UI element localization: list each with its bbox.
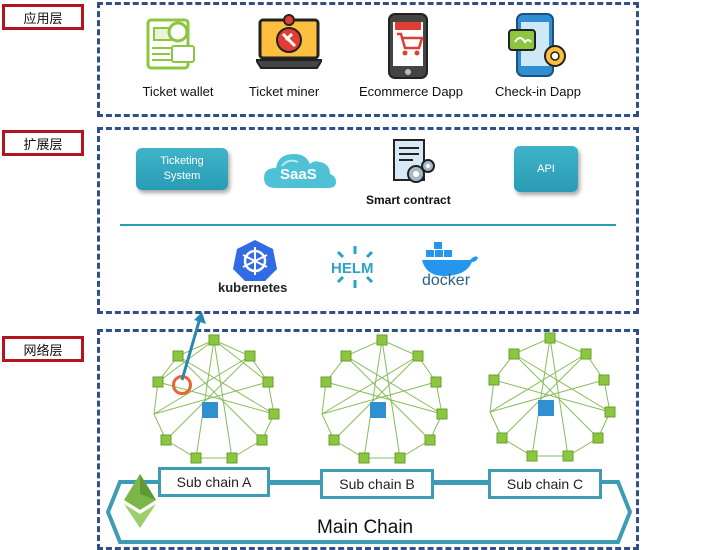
kubernetes-icon xyxy=(233,240,277,281)
arrow-up-icon xyxy=(180,312,206,381)
sub-chain-b-box: Sub chain B xyxy=(320,469,434,499)
extension-layer-panel xyxy=(97,127,639,314)
app-label-check-in-dapp: Check-in Dapp xyxy=(495,84,581,99)
layer-tag-extension: 扩展层 xyxy=(2,130,84,156)
main-chain-label: Main Chain xyxy=(317,517,414,538)
app-label-ecommerce-dapp: Ecommerce Dapp xyxy=(358,84,464,99)
layer-tag-network-label: 网络层 xyxy=(23,343,63,359)
ticket-wallet-icon xyxy=(146,18,195,70)
ethereum-icon xyxy=(124,474,156,528)
ticket-miner-icon xyxy=(256,14,322,69)
sub-chain-c-box: Sub chain C xyxy=(488,469,602,499)
ecommerce-phone-icon xyxy=(388,13,428,79)
ticketing-system-box: Ticketing System xyxy=(136,148,228,190)
helm-icon xyxy=(336,246,374,288)
sub-chain-a-box: Sub chain A xyxy=(158,467,270,497)
docker-label: docker xyxy=(422,272,471,289)
chain-connector xyxy=(268,482,320,485)
layer-tag-network: 网络层 xyxy=(2,336,84,362)
extension-divider xyxy=(120,224,616,226)
app-label-ticket-miner: Ticket miner xyxy=(248,84,320,99)
chain-connector xyxy=(432,482,488,485)
sub-chain-c-label: Sub chain C xyxy=(506,476,584,492)
api-box: API xyxy=(514,146,578,192)
smart-contract-label: Smart contract xyxy=(366,193,451,207)
smart-contract-icon xyxy=(393,139,435,183)
ticketing-system-label: Ticketing System xyxy=(160,155,204,182)
sub-chain-b-label: Sub chain B xyxy=(339,476,415,492)
sub-chain-a-label: Sub chain A xyxy=(176,474,252,490)
sub-chain-network-b xyxy=(320,334,448,464)
layer-tag-app-label: 应用层 xyxy=(23,11,63,27)
layer-tag-extension-label: 扩展层 xyxy=(23,137,63,153)
helm-label: HELM xyxy=(331,260,374,277)
sub-chain-network-c xyxy=(488,332,616,462)
docker-whale-icon xyxy=(422,242,478,276)
app-layer-panel xyxy=(97,2,639,117)
api-label: API xyxy=(537,162,555,175)
check-in-phone-icon xyxy=(508,13,566,77)
kubernetes-label: kubernetes xyxy=(218,280,288,295)
network-layer-panel xyxy=(97,329,639,550)
saas-label: SaaS xyxy=(280,166,317,183)
saas-cloud-icon xyxy=(264,154,336,188)
sub-chain-network-a xyxy=(152,334,280,464)
app-label-ticket-wallet: Ticket wallet xyxy=(142,84,214,99)
layer-tag-app: 应用层 xyxy=(2,4,84,30)
